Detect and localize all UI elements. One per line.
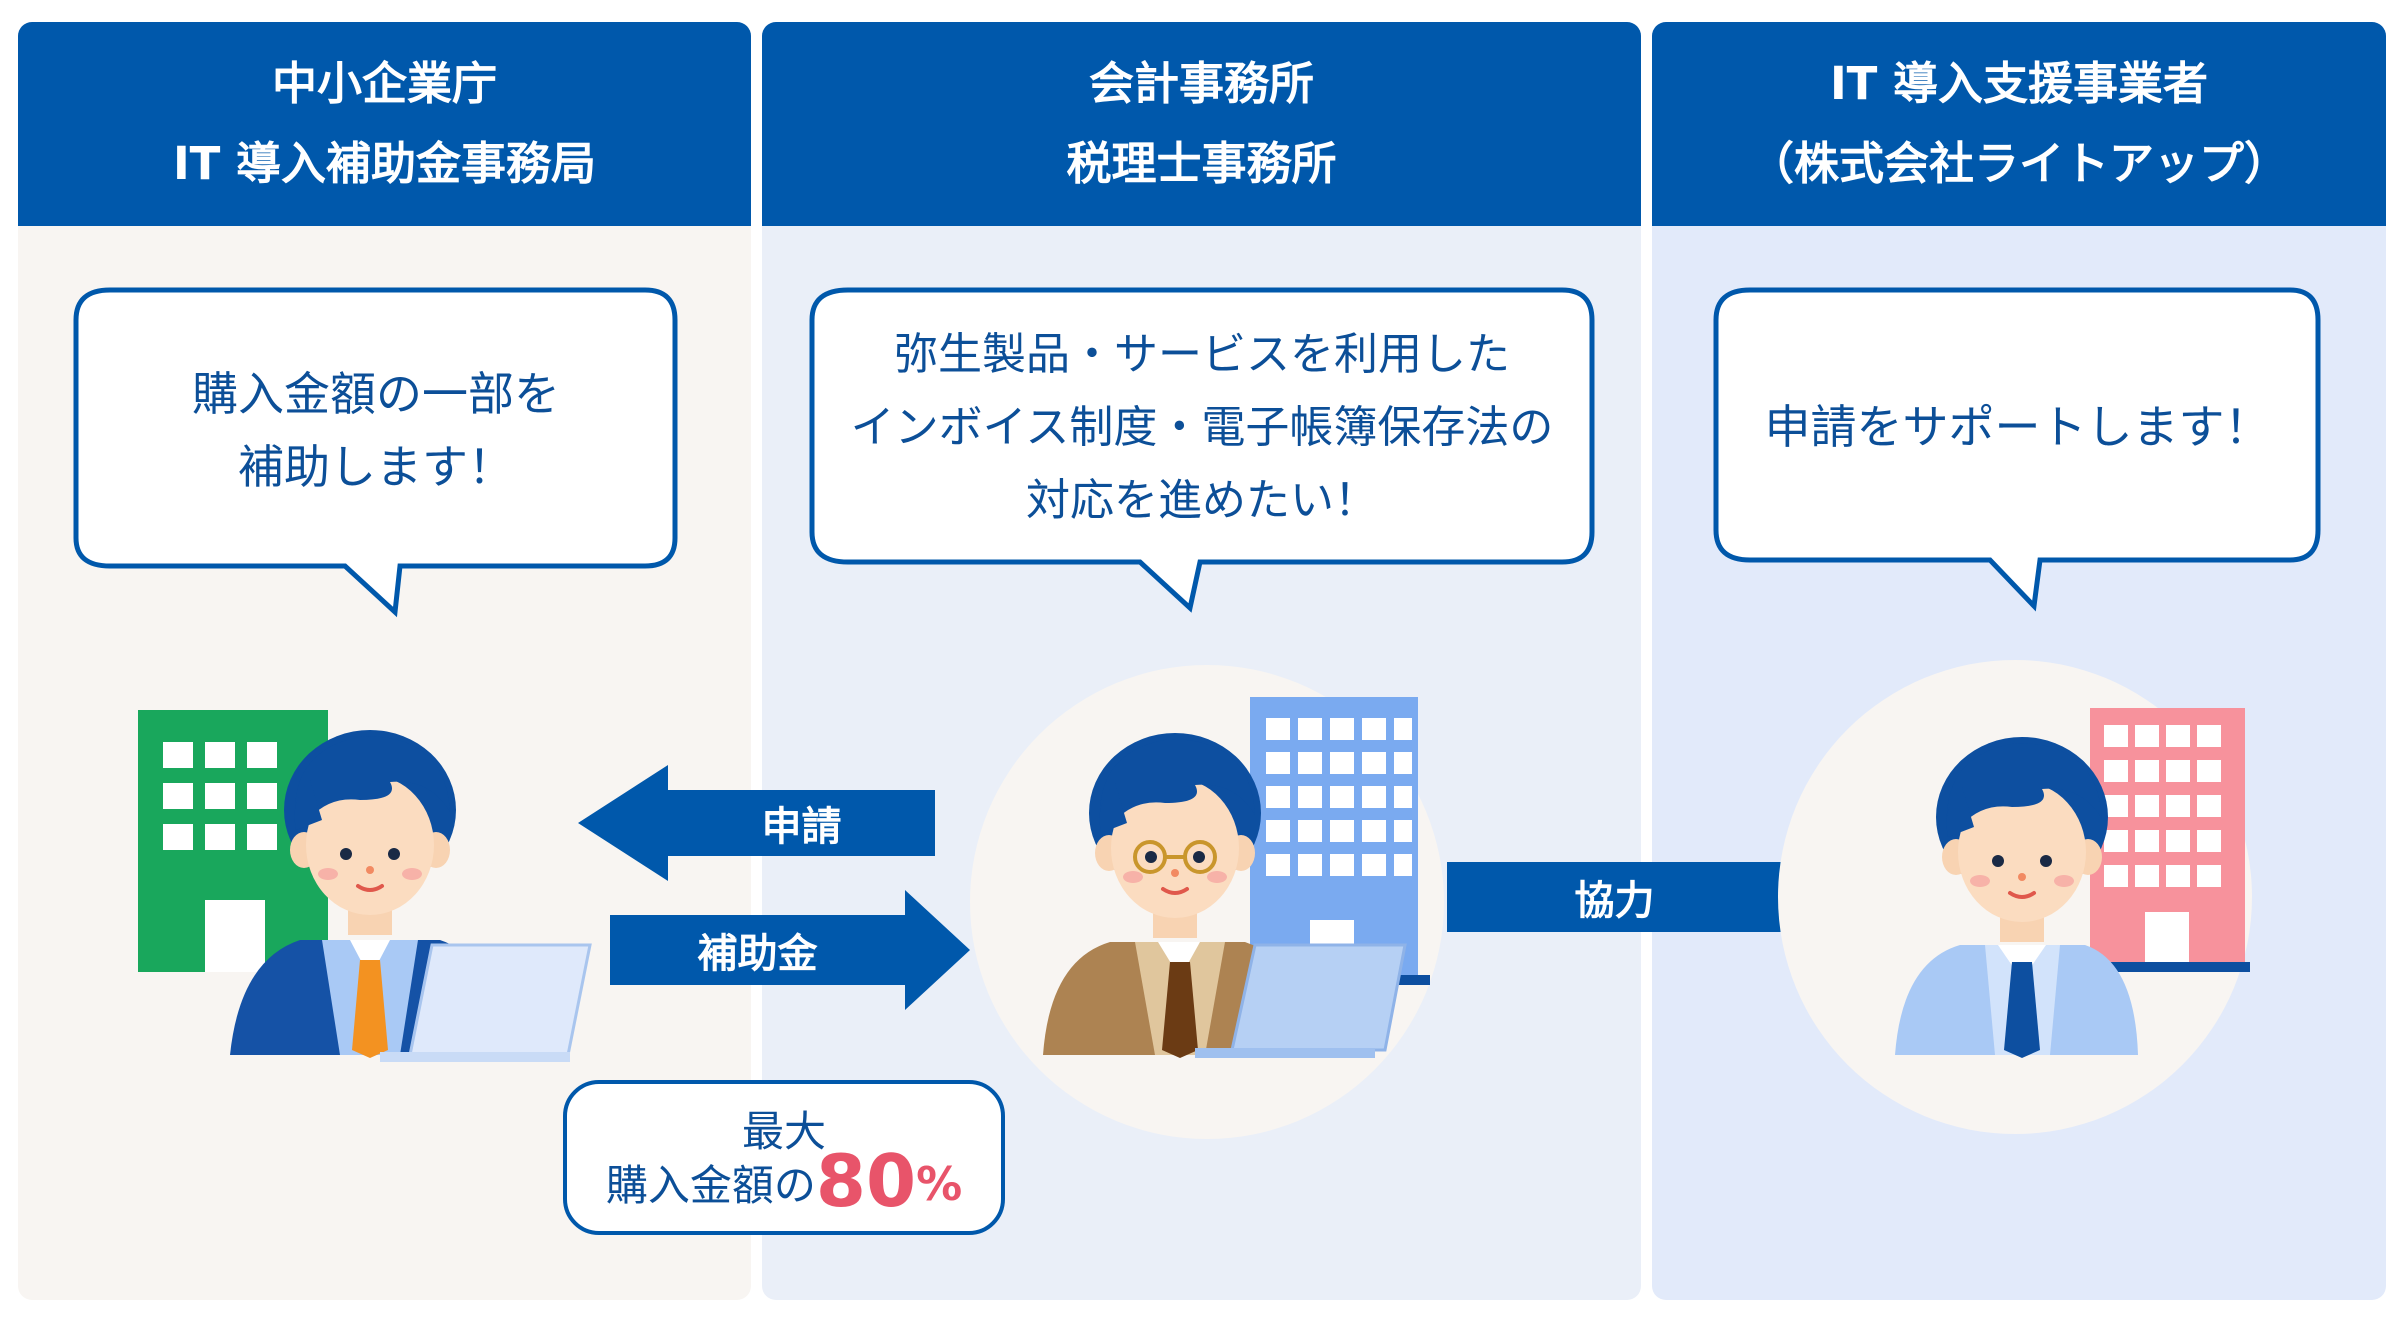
- bubble-text-sme: 購入金額の一部を 補助します！: [80, 300, 672, 562]
- bubble-line: 申請をサポートします！: [1764, 399, 2271, 454]
- panel-header-it-vendor: IT 導入支援事業者 （株式会社ライトアップ）: [1652, 22, 2386, 226]
- max-prefix: 購入金額の: [605, 1161, 816, 1210]
- max-value: 80: [815, 1139, 917, 1223]
- panel-header-sme-agency: 中小企業庁 IT 導入補助金事務局: [18, 22, 751, 226]
- cooperate-bar-label: 協力: [1574, 878, 1655, 924]
- max-label: 最大: [741, 1107, 826, 1156]
- header-title-line1: 中小企業庁: [271, 57, 497, 110]
- laptop-icon: [380, 943, 592, 1062]
- bubble-text-accounting: 弥生製品・サービスを利用した インボイス制度・電子帳簿保存法の 対応を進めたい！: [815, 296, 1589, 558]
- bubble-line: 弥生製品・サービスを利用した: [894, 328, 1510, 380]
- max-detail: 購入金額の80%: [567, 1145, 1001, 1221]
- bubble-line: 対応を進めたい！: [1026, 474, 1378, 526]
- bubble-line: インボイス制度・電子帳簿保存法の: [850, 401, 1554, 453]
- bubble-line: 購入金額の一部を: [192, 367, 560, 421]
- max-subsidy-box: 最大 購入金額の80%: [563, 1080, 1005, 1235]
- bubble-line: 補助します！: [238, 440, 514, 494]
- laptop-icon: [1195, 943, 1407, 1058]
- speech-bubble-it-vendor: [1713, 287, 2321, 612]
- panel-header-accounting-office: 会計事務所 税理士事務所: [762, 22, 1641, 226]
- subsidy-arrow-label: 補助金: [697, 931, 818, 977]
- panel-sme-agency: 中小企業庁 IT 導入補助金事務局: [18, 22, 751, 1300]
- header-title-line2: （株式会社ライトアップ）: [1748, 137, 2289, 190]
- building-icon: [2088, 708, 2250, 972]
- speech-bubble-accounting: [809, 287, 1595, 613]
- bubble-text-it-vendor: 申請をサポートします！: [1720, 296, 2315, 558]
- person-support-icon: [1895, 735, 2138, 1058]
- building-icon: [1250, 697, 1430, 985]
- apply-arrow: [578, 765, 935, 881]
- header-title-line1: 会計事務所: [1088, 57, 1314, 110]
- apply-arrow-label: 申請: [761, 804, 842, 850]
- max-unit: %: [916, 1157, 963, 1211]
- header-title-line2: 税理士事務所: [1066, 137, 1337, 190]
- subsidy-arrow: [610, 890, 970, 1010]
- speech-bubble-sme: [73, 287, 678, 618]
- header-title-line1: IT 導入支援事業者: [1829, 57, 2209, 110]
- header-title-line2: IT 導入補助金事務局: [172, 137, 597, 190]
- cooperate-bar: [1447, 862, 1782, 932]
